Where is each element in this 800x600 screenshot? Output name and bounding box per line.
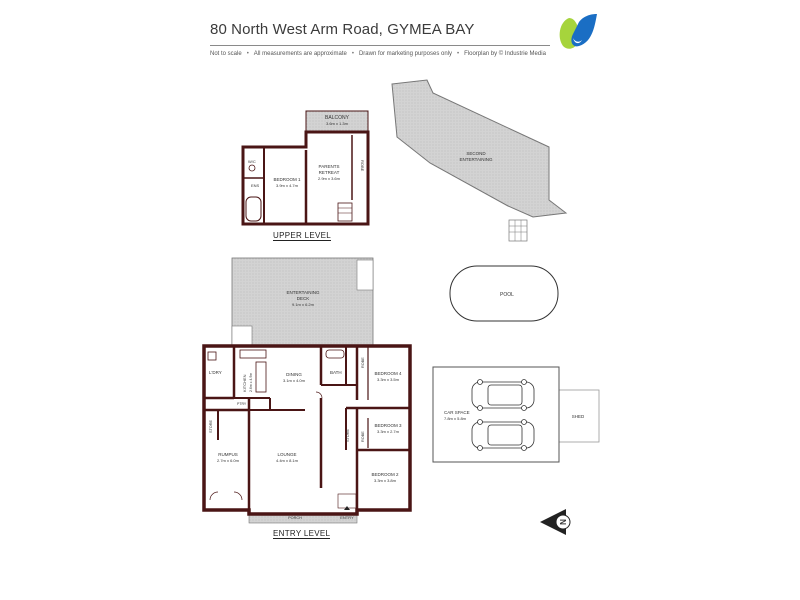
balcony-label: BALCONY	[325, 115, 350, 121]
second-entertaining-label-2: ENTERTAINING	[459, 157, 493, 162]
kitchen-size: 2.6m x 4.9m	[249, 373, 253, 392]
page-title: 80 North West Arm Road, GYMEA BAY	[210, 21, 475, 38]
compass-letter: N	[559, 519, 568, 525]
bedroom3-size: 3.3m x 2.7m	[377, 429, 400, 434]
disclaimer-line: Not to scale • All measurements are approx…	[210, 51, 546, 57]
car-space-label: CAR SPACE	[444, 410, 470, 415]
stairs-upper	[337, 202, 353, 222]
bedroom2-size: 3.3m x 3.8m	[374, 478, 397, 483]
upper-level-label: UPPER LEVEL	[273, 231, 331, 241]
robe-label-upper: ROBE	[360, 160, 365, 172]
car-space-plan: CAR SPACE 7.8m x 5.8m SHED	[432, 366, 600, 463]
deck-size: 9.1m x 6.2m	[292, 302, 315, 307]
bedroom2-label: BEDROOM 2	[371, 472, 399, 477]
store-label-rumpus: STORE	[209, 420, 213, 433]
bedroom4-label: BEDROOM 4	[374, 371, 402, 376]
disclaimer-scale: Not to scale	[210, 51, 242, 57]
rumpus-door	[209, 491, 219, 501]
lounge-size: 4.4m x 8.1m	[276, 458, 299, 463]
separator-dot: •	[457, 51, 460, 57]
door-swing	[315, 391, 323, 399]
bedroom1-label: BEDROOM 1	[273, 177, 301, 182]
dining-label: DINING	[286, 372, 302, 377]
dining-size: 3.1m x 4.0m	[283, 378, 306, 383]
disclaimer-marketing: Drawn for marketing purposes only	[358, 51, 452, 57]
disclaimer-measurements: All measurements are approximate	[253, 51, 347, 57]
wc-label: W/C	[248, 159, 256, 164]
separator-dot: •	[246, 51, 249, 57]
brand-logo	[559, 14, 597, 49]
car-bottom	[471, 419, 535, 451]
second-entertaining-steps	[508, 219, 528, 242]
pantry-label: PTRY	[237, 402, 247, 406]
second-entertaining-area	[391, 79, 568, 218]
kitchen-label: KITCHEN	[242, 374, 247, 392]
entry-outer-wall	[202, 344, 412, 516]
entry-level-label: ENTRY LEVEL	[273, 529, 331, 539]
deck-steps-right	[356, 259, 374, 291]
entry-arrow-icon	[344, 506, 350, 510]
bathtub-entry	[325, 349, 345, 359]
disclaimer-credit: Floorplan by © Industrie Media	[464, 51, 546, 57]
shed-outline	[556, 389, 600, 443]
parents-retreat-label: PARENTS	[319, 164, 340, 169]
pool-shape	[449, 265, 559, 322]
second-entertaining-label: SECOND	[466, 151, 486, 156]
shed-label: SHED	[572, 414, 585, 419]
kitchen-bench	[239, 349, 267, 359]
porch-label: PORCH	[288, 516, 302, 520]
bedroom4-size: 3.3m x 3.5m	[377, 377, 400, 382]
laundry-label: L'DRY	[209, 370, 222, 375]
robe-label-bed4: ROBE	[361, 357, 365, 368]
car-top	[471, 379, 535, 411]
entry-label: ENTRY	[340, 515, 354, 520]
upper-level-plan: BALCONY 3.6m x 1.3m BEDROOM 1 3.9m x 4.7…	[241, 110, 370, 226]
rumpus-door-2	[233, 491, 243, 501]
kitchen-island	[255, 361, 267, 393]
ensuite-label: ENS	[251, 183, 260, 188]
store-label-hall: STORE	[346, 429, 350, 442]
balcony-size: 3.6m x 1.3m	[326, 121, 349, 126]
bath-label: BATH	[330, 370, 342, 375]
pool-plan: POOL	[449, 265, 559, 322]
toilet-upper	[248, 164, 256, 172]
parents-retreat-label-2: RETREAT	[319, 170, 340, 175]
entry-level-plan: ENTERTAINING DECK 9.1m x 6.2m	[202, 257, 412, 524]
second-entertaining-plan: SECOND ENTERTAINING	[391, 79, 568, 242]
separator-dot: •	[351, 51, 354, 57]
bathtub-upper	[245, 196, 262, 222]
laundry-tub	[207, 351, 217, 361]
robe-label-bed3: ROBE	[361, 431, 365, 442]
car-space-size: 7.8m x 5.8m	[444, 416, 467, 421]
rumpus-label: RUMPUS	[218, 452, 238, 457]
bedroom3-label: BEDROOM 3	[374, 423, 402, 428]
compass-icon: N	[540, 509, 571, 535]
rumpus-size: 2.7m x 6.0m	[217, 458, 240, 463]
parents-retreat-size: 2.9m x 3.6m	[318, 176, 341, 181]
deck-label-2: DECK	[297, 296, 310, 301]
pool-label: POOL	[500, 292, 514, 298]
bedroom1-size: 3.9m x 4.7m	[276, 183, 299, 188]
deck-steps-left	[231, 325, 253, 347]
lounge-label: LOUNGE	[277, 452, 296, 457]
title-rule	[210, 45, 550, 46]
deck-label: ENTERTAINING	[286, 290, 320, 295]
